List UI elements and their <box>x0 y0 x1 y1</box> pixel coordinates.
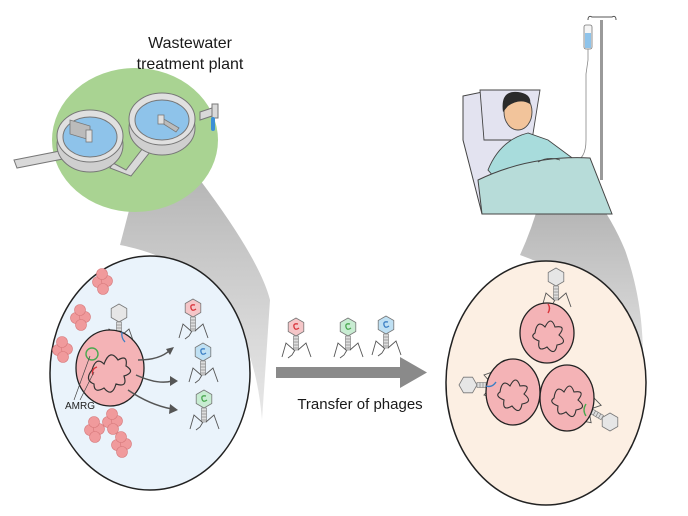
blanket <box>477 157 613 215</box>
transfer-arrow <box>276 357 427 388</box>
phage-green-gene <box>189 389 220 431</box>
phage-blue-gene <box>188 342 219 384</box>
amrg-green <box>85 347 99 361</box>
phage-gene <box>345 323 352 330</box>
water-outflow <box>211 117 215 131</box>
wastewater-plant-title-line2: treatment plant <box>136 56 244 73</box>
amrg-blue <box>121 331 126 343</box>
wastewater-plant-illustration <box>13 68 219 212</box>
phage-gene <box>201 395 208 402</box>
patient-illustration <box>462 15 617 215</box>
amrg-label: AMRG <box>65 401 95 412</box>
bacterial-dna <box>87 354 132 393</box>
phage-gene <box>383 321 390 328</box>
phage-red-gene <box>281 317 312 359</box>
phage-gene <box>190 304 197 311</box>
phage-gene <box>200 348 207 355</box>
wastewater-plant-title: Wastewater treatment plant <box>100 33 280 75</box>
phage-blue-gene <box>371 315 402 357</box>
wastewater-sample-magnified <box>49 255 251 491</box>
phage-red-gene <box>178 298 209 340</box>
patient-bacterium <box>539 364 626 440</box>
iv-pole <box>600 20 603 180</box>
transfer-of-phages-label: Transfer of phages <box>297 396 423 413</box>
host-bacterium <box>75 329 145 407</box>
wastewater-plant-title-line1: Wastewater <box>148 35 232 52</box>
patient-sample-magnified <box>445 260 647 506</box>
patient-bacterium <box>519 267 575 364</box>
phage-green-gene <box>333 317 364 359</box>
phage-gene <box>293 323 300 330</box>
